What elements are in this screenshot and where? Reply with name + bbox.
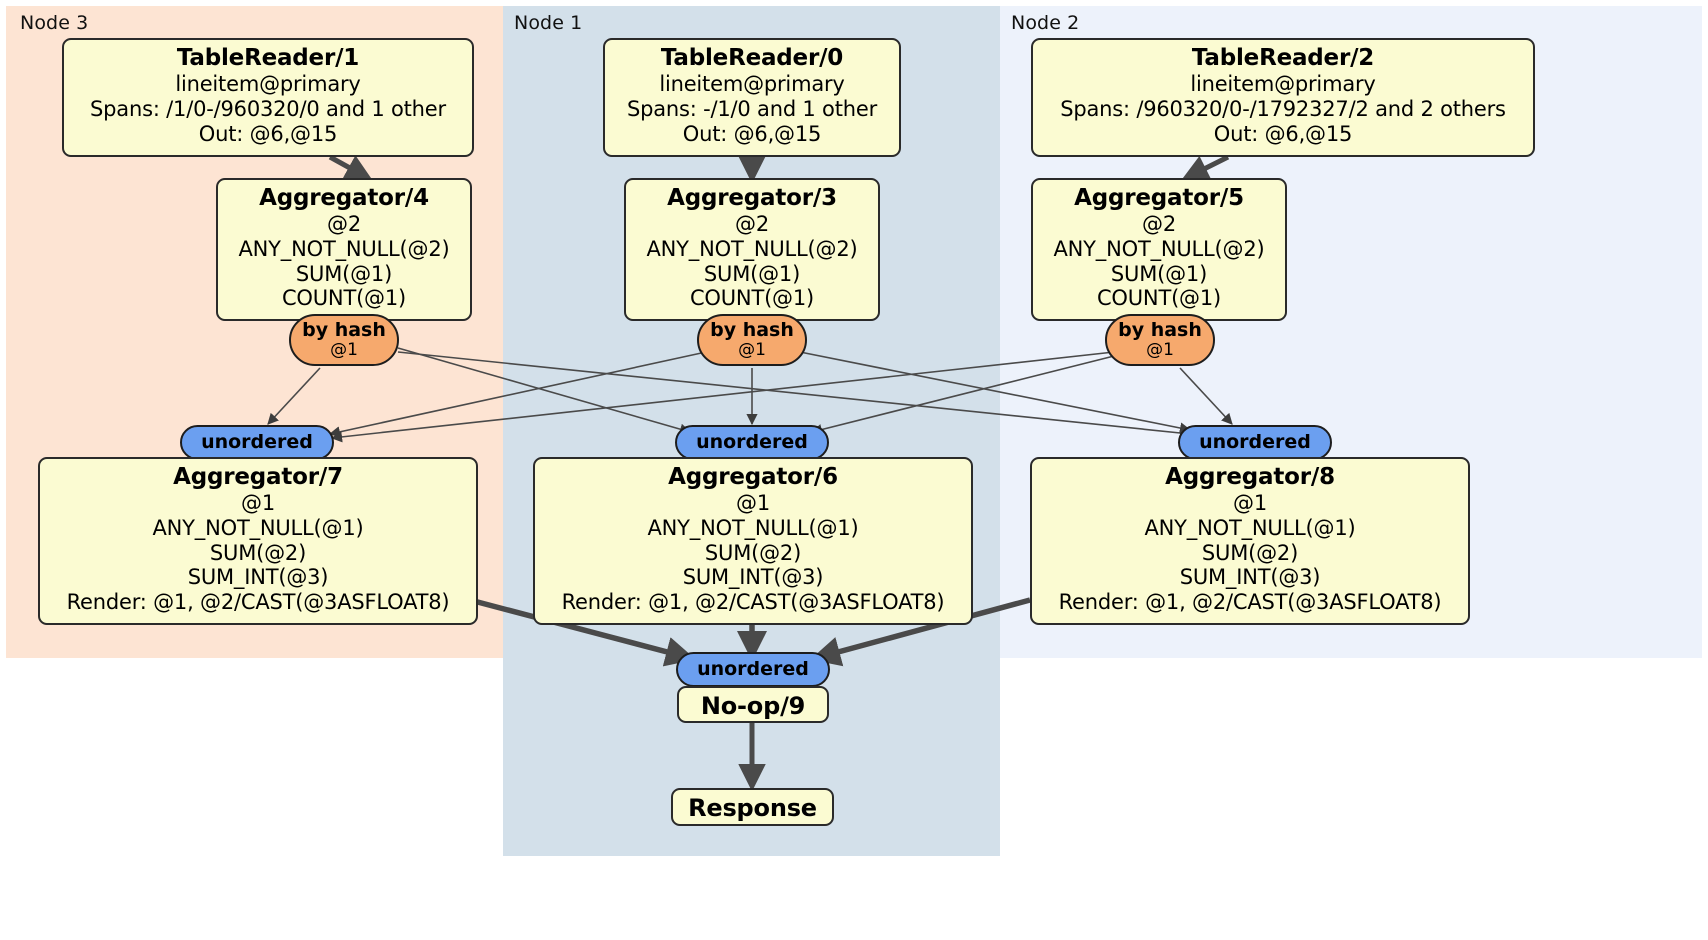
processor-line: Out: @6,@15 — [682, 121, 822, 146]
processor-line: SUM(@2) — [1201, 540, 1299, 565]
processor-title: Aggregator/6 — [668, 464, 838, 490]
processor-line: Spans: -/1/0 and 1 other — [626, 96, 878, 121]
processor-line: SUM_INT(@3) — [1179, 565, 1321, 590]
processor-aggregator-6[interactable]: Aggregator/6 @1 ANY_NOT_NULL(@1) SUM(@2)… — [533, 457, 973, 625]
processor-aggregator-7[interactable]: Aggregator/7 @1 ANY_NOT_NULL(@1) SUM(@2)… — [38, 457, 478, 625]
processor-response[interactable]: Response — [671, 788, 834, 826]
processor-title: Aggregator/7 — [173, 464, 343, 490]
processor-line: Render: @1, @2/CAST(@3ASFLOAT8) — [1058, 590, 1442, 615]
processor-line: ANY_NOT_NULL(@2) — [646, 236, 858, 261]
processor-line: lineitem@primary — [659, 72, 845, 97]
processor-line: SUM(@2) — [209, 540, 307, 565]
synchronizer-label: unordered — [696, 431, 808, 453]
region-label-node-1: Node 1 — [514, 12, 583, 34]
processor-line: ANY_NOT_NULL(@1) — [647, 515, 859, 540]
processor-line: @1 — [1233, 491, 1267, 516]
region-label-node-3: Node 3 — [20, 12, 89, 34]
processor-line: COUNT(@1) — [1096, 286, 1222, 311]
processor-line: Out: @6,@15 — [198, 121, 338, 146]
processor-line: SUM(@2) — [704, 540, 802, 565]
processor-line: @2 — [327, 212, 361, 237]
router-column: @1 — [330, 339, 358, 360]
processor-line: Render: @1, @2/CAST(@3ASFLOAT8) — [66, 590, 450, 615]
processor-aggregator-8[interactable]: Aggregator/8 @1 ANY_NOT_NULL(@1) SUM(@2)… — [1030, 457, 1470, 625]
processor-title: Aggregator/8 — [1165, 464, 1335, 490]
router-column: @1 — [738, 339, 766, 360]
processor-line: SUM_INT(@3) — [682, 565, 824, 590]
processor-line: lineitem@primary — [1190, 72, 1376, 97]
processor-aggregator-5[interactable]: Aggregator/5 @2 ANY_NOT_NULL(@2) SUM(@1)… — [1031, 178, 1287, 321]
processor-title: TableReader/1 — [176, 45, 360, 71]
processor-aggregator-3[interactable]: Aggregator/3 @2 ANY_NOT_NULL(@2) SUM(@1)… — [624, 178, 880, 321]
processor-line: ANY_NOT_NULL(@1) — [152, 515, 364, 540]
processor-table-reader-2[interactable]: TableReader/2 lineitem@primary Spans: /9… — [1031, 38, 1535, 157]
synchronizer-unordered-center[interactable]: unordered — [675, 425, 829, 460]
processor-line: Spans: /1/0-/960320/0 and 1 other — [90, 96, 446, 121]
processor-noop-9[interactable]: No-op/9 — [677, 686, 829, 723]
processor-table-reader-1[interactable]: TableReader/1 lineitem@primary Spans: /1… — [62, 38, 474, 157]
router-by-hash-center[interactable]: by hash @1 — [697, 314, 807, 366]
processor-line: SUM(@1) — [1110, 261, 1208, 286]
processor-line: lineitem@primary — [175, 72, 361, 97]
processor-line: @2 — [735, 212, 769, 237]
processor-line: @1 — [241, 491, 275, 516]
router-by-hash-right[interactable]: by hash @1 — [1105, 314, 1215, 366]
router-by-hash-left[interactable]: by hash @1 — [289, 314, 399, 366]
processor-line: ANY_NOT_NULL(@2) — [238, 236, 450, 261]
processor-line: SUM_INT(@3) — [187, 565, 329, 590]
router-label: by hash — [1118, 319, 1202, 341]
processor-line: SUM(@1) — [703, 261, 801, 286]
router-label: by hash — [710, 319, 794, 341]
synchronizer-label: unordered — [1199, 431, 1311, 453]
router-label: by hash — [302, 319, 386, 341]
processor-line: @1 — [736, 491, 770, 516]
processor-line: Out: @6,@15 — [1213, 121, 1353, 146]
router-column: @1 — [1146, 339, 1174, 360]
processor-title: Aggregator/4 — [259, 185, 429, 211]
processor-line: COUNT(@1) — [281, 286, 407, 311]
processor-title: TableReader/0 — [660, 45, 844, 71]
processor-title: Aggregator/3 — [667, 185, 837, 211]
processor-line: COUNT(@1) — [689, 286, 815, 311]
processor-line: Spans: /960320/0-/1792327/2 and 2 others — [1060, 96, 1506, 121]
processor-title: TableReader/2 — [1191, 45, 1375, 71]
processor-line: Render: @1, @2/CAST(@3ASFLOAT8) — [561, 590, 945, 615]
synchronizer-unordered-left[interactable]: unordered — [180, 425, 334, 460]
processor-title: Aggregator/5 — [1074, 185, 1244, 211]
processor-table-reader-0[interactable]: TableReader/0 lineitem@primary Spans: -/… — [603, 38, 901, 157]
synchronizer-unordered-right[interactable]: unordered — [1178, 425, 1332, 460]
processor-title: Response — [688, 794, 817, 822]
synchronizer-label: unordered — [201, 431, 313, 453]
processor-line: ANY_NOT_NULL(@1) — [1144, 515, 1356, 540]
processor-line: SUM(@1) — [295, 261, 393, 286]
processor-aggregator-4[interactable]: Aggregator/4 @2 ANY_NOT_NULL(@2) SUM(@1)… — [216, 178, 472, 321]
region-label-node-2: Node 2 — [1011, 12, 1080, 34]
processor-line: @2 — [1142, 212, 1176, 237]
processor-line: ANY_NOT_NULL(@2) — [1053, 236, 1265, 261]
processor-title: No-op/9 — [700, 692, 806, 720]
synchronizer-unordered-final[interactable]: unordered — [676, 652, 830, 687]
synchronizer-label: unordered — [697, 658, 809, 680]
